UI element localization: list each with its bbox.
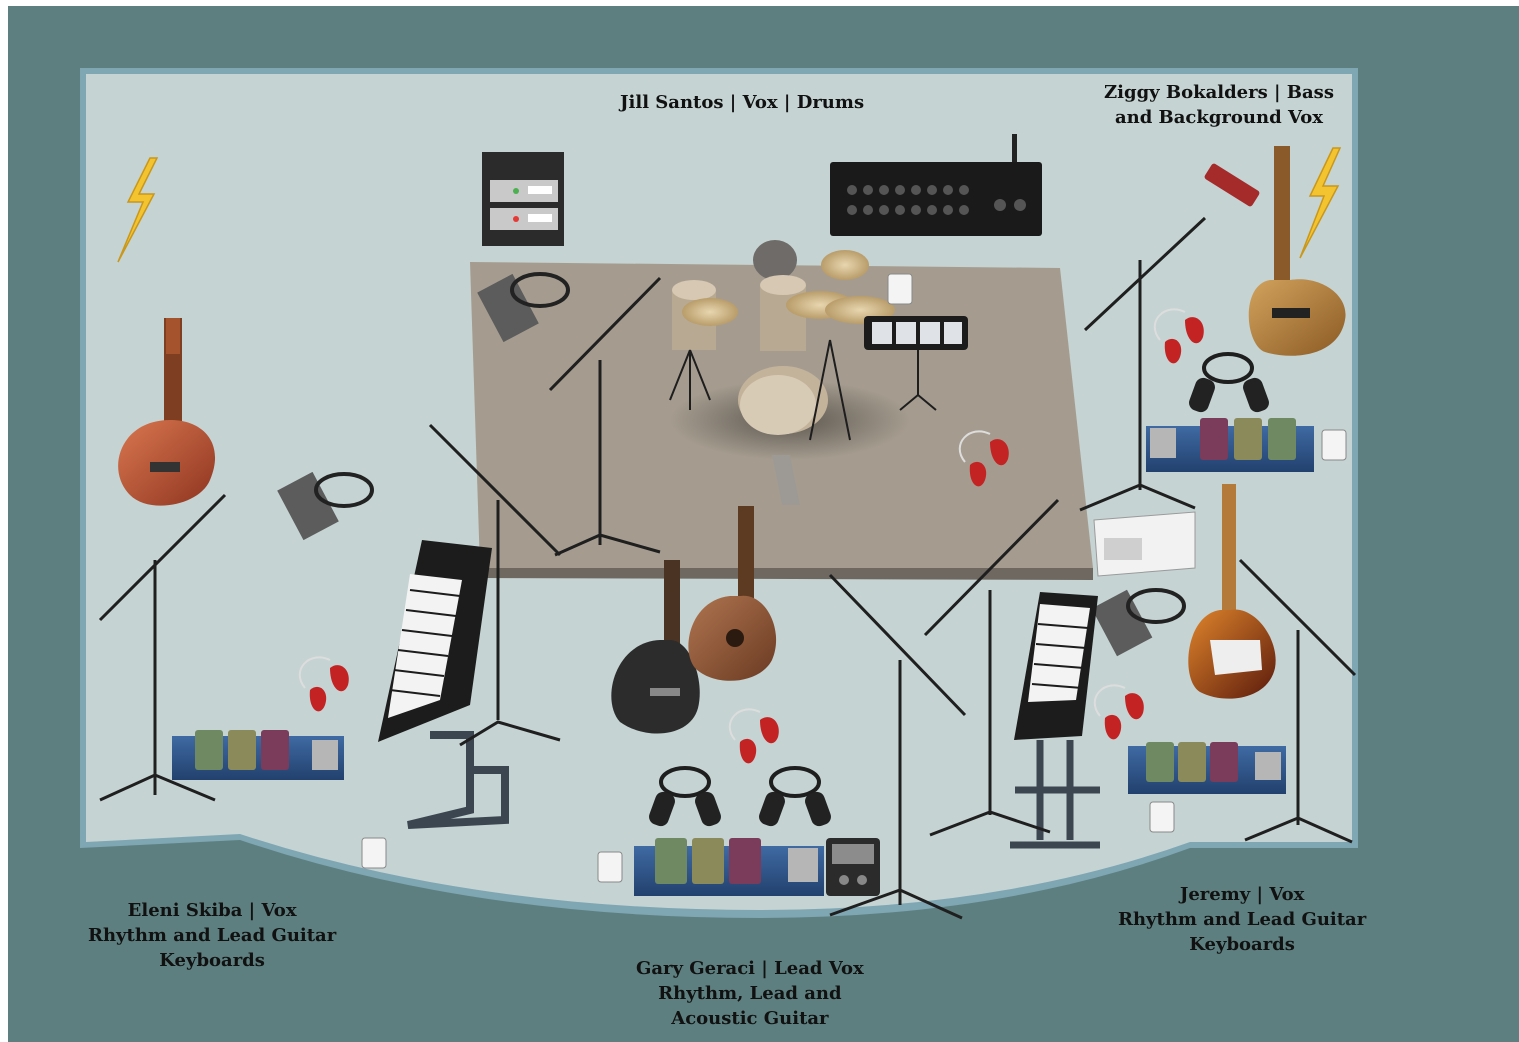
acoustic-guitar-icon <box>688 506 777 681</box>
mic-stand-icon <box>548 276 662 557</box>
left-player-label-line: Eleni Skiba | Vox <box>127 900 297 921</box>
power-strip-icon <box>277 471 374 541</box>
center-player-label: Gary Geraci | Lead Vox Rhythm, Lead and … <box>636 956 864 1031</box>
center-player-label-line: Gary Geraci | Lead Vox <box>636 958 864 979</box>
harmonica-icon <box>1204 163 1260 207</box>
in-ear-monitor-icon <box>958 430 1009 487</box>
wall-outlet-icon <box>887 273 913 305</box>
mic-stand-icon <box>1079 216 1207 512</box>
in-ear-monitor-icon <box>298 656 349 712</box>
right-player-label-line: Rhythm and Lead Guitar <box>1118 909 1367 930</box>
mic-stand-icon <box>98 493 227 802</box>
electric-guitar-icon <box>1188 484 1276 699</box>
lightning-bolt-icon <box>117 157 159 263</box>
mic-stand-icon <box>828 573 967 920</box>
bassist-label-line: and Background Vox <box>1114 107 1324 128</box>
pedalboard-icon <box>1128 742 1286 794</box>
right-player-label-line: Jeremy | Vox <box>1179 884 1305 905</box>
center-player-label-line: Acoustic Guitar <box>671 1008 829 1029</box>
monitor-wedge-icon <box>1093 511 1196 577</box>
power-strip-icon <box>477 272 570 343</box>
wall-outlet-icon <box>361 837 387 869</box>
in-ear-monitor-icon <box>1093 684 1144 740</box>
right-player-label-line: Keyboards <box>1189 934 1295 955</box>
wall-outlet-icon <box>597 851 623 883</box>
drummer-label-line: Jill Santos | Vox | Drums <box>620 92 865 113</box>
left-player-label: Eleni Skiba | Vox Rhythm and Lead Guitar… <box>88 898 336 973</box>
right-player-label: Jeremy | Vox Rhythm and Lead Guitar Keyb… <box>1118 882 1366 957</box>
electric-guitar-icon <box>118 318 216 506</box>
electric-guitar-icon <box>611 560 700 734</box>
pedalboard-icon <box>172 730 344 780</box>
bassist-label: Ziggy Bokalders | Bass and Background Vo… <box>1104 80 1334 130</box>
mic-stand-icon <box>428 423 562 747</box>
wall-outlet-icon <box>1149 801 1175 833</box>
center-player-label-line: Rhythm, Lead and <box>658 983 842 1004</box>
keyboard-icon <box>1010 592 1100 849</box>
xlr-cable-icon <box>759 766 831 827</box>
mic-stand-icon <box>1238 558 1357 844</box>
bass-guitar-icon <box>1248 146 1346 356</box>
pedalboard-icon <box>634 838 824 896</box>
digital-mixer-icon <box>830 134 1042 236</box>
in-ear-monitor-icon <box>1153 308 1204 364</box>
mic-stand-icon <box>923 498 1060 837</box>
drum-pad-icon <box>864 316 968 411</box>
xlr-cable-icon <box>649 766 721 827</box>
keyboard-icon <box>378 540 509 829</box>
pedalboard-icon <box>1146 418 1314 472</box>
in-ear-monitor-icon <box>728 708 779 764</box>
power-strip-icon <box>1091 588 1186 657</box>
bassist-label-line: Ziggy Bokalders | Bass <box>1104 82 1334 103</box>
drum-kit-icon <box>669 240 910 505</box>
drummer-label: Jill Santos | Vox | Drums <box>620 90 864 115</box>
left-player-label-line: Rhythm and Lead Guitar <box>88 925 337 946</box>
rack-unit-icon <box>482 152 564 246</box>
lightning-bolt-icon <box>1299 147 1342 259</box>
left-player-label-line: Keyboards <box>159 950 265 971</box>
di-box-icon <box>826 838 880 896</box>
xlr-cable-icon <box>1189 352 1269 413</box>
wall-outlet-icon <box>1321 429 1347 461</box>
